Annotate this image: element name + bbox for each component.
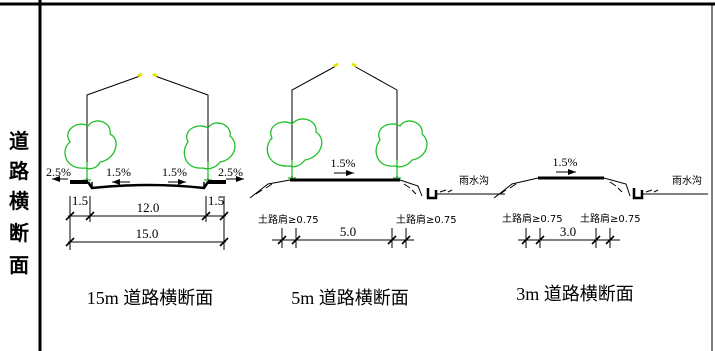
tree-icon bbox=[375, 120, 428, 179]
street-lamp-icon bbox=[291, 62, 398, 180]
sidebar-char: 横 bbox=[9, 189, 30, 213]
shoulder-label: 土路肩≥0.75 bbox=[580, 212, 641, 225]
dimension-label: 3.0 bbox=[560, 224, 576, 239]
sidebar-title: 道 路 横 断 面 bbox=[9, 129, 30, 277]
ditch-label: 雨水沟 bbox=[672, 174, 702, 187]
section-5m: 1.5% 雨水沟 土路肩≥0.75 土路肩≥0.75 5.0 5m 道路横断面 bbox=[249, 62, 505, 308]
slope-label: 1.5% bbox=[106, 165, 131, 179]
slope-label: 2.5% bbox=[218, 165, 243, 179]
dimension-lines bbox=[518, 228, 620, 248]
slope-arrows bbox=[52, 176, 244, 185]
dimension-lines bbox=[272, 228, 414, 248]
sidebar-char: 面 bbox=[9, 253, 29, 277]
dimension-label: 1.5 bbox=[208, 193, 224, 208]
dimension-label: 1.5 bbox=[72, 193, 88, 208]
dimension-label: 12.0 bbox=[137, 200, 160, 215]
street-lamp-icon bbox=[86, 72, 209, 182]
section-3m: 1.5% 雨水沟 土路肩≥0.75 土路肩≥0.75 3.0 3m 道路横断面 bbox=[493, 155, 708, 304]
road-surface bbox=[493, 176, 708, 200]
dimension-label: 5.0 bbox=[340, 224, 356, 239]
shoulder-label: 土路肩≥0.75 bbox=[258, 213, 319, 226]
section-caption: 5m 道路横断面 bbox=[291, 288, 409, 308]
ditch-label: 雨水沟 bbox=[459, 174, 489, 187]
slope-label: 1.5% bbox=[553, 155, 578, 169]
slope-label: 1.5% bbox=[162, 165, 187, 179]
dimension-lines bbox=[65, 196, 229, 250]
road-surface bbox=[249, 178, 505, 200]
shoulder-label: 土路肩≥0.75 bbox=[502, 212, 563, 225]
section-caption: 15m 道路横断面 bbox=[87, 288, 214, 308]
tree-icon bbox=[266, 118, 323, 179]
section-15m: 2.5% 1.5% 1.5% 2.5% 1.5 bbox=[46, 72, 244, 308]
dimension-label: 15.0 bbox=[136, 226, 159, 241]
road-surface bbox=[70, 180, 226, 190]
sidebar-char: 道 bbox=[9, 129, 29, 153]
slope-label: 2.5% bbox=[46, 165, 71, 179]
shoulder-label: 土路肩≥0.75 bbox=[396, 213, 457, 226]
slope-label: 1.5% bbox=[331, 156, 356, 170]
sidebar-char: 断 bbox=[9, 221, 29, 245]
sidebar-char: 路 bbox=[9, 159, 30, 183]
section-caption: 3m 道路横断面 bbox=[516, 284, 634, 304]
